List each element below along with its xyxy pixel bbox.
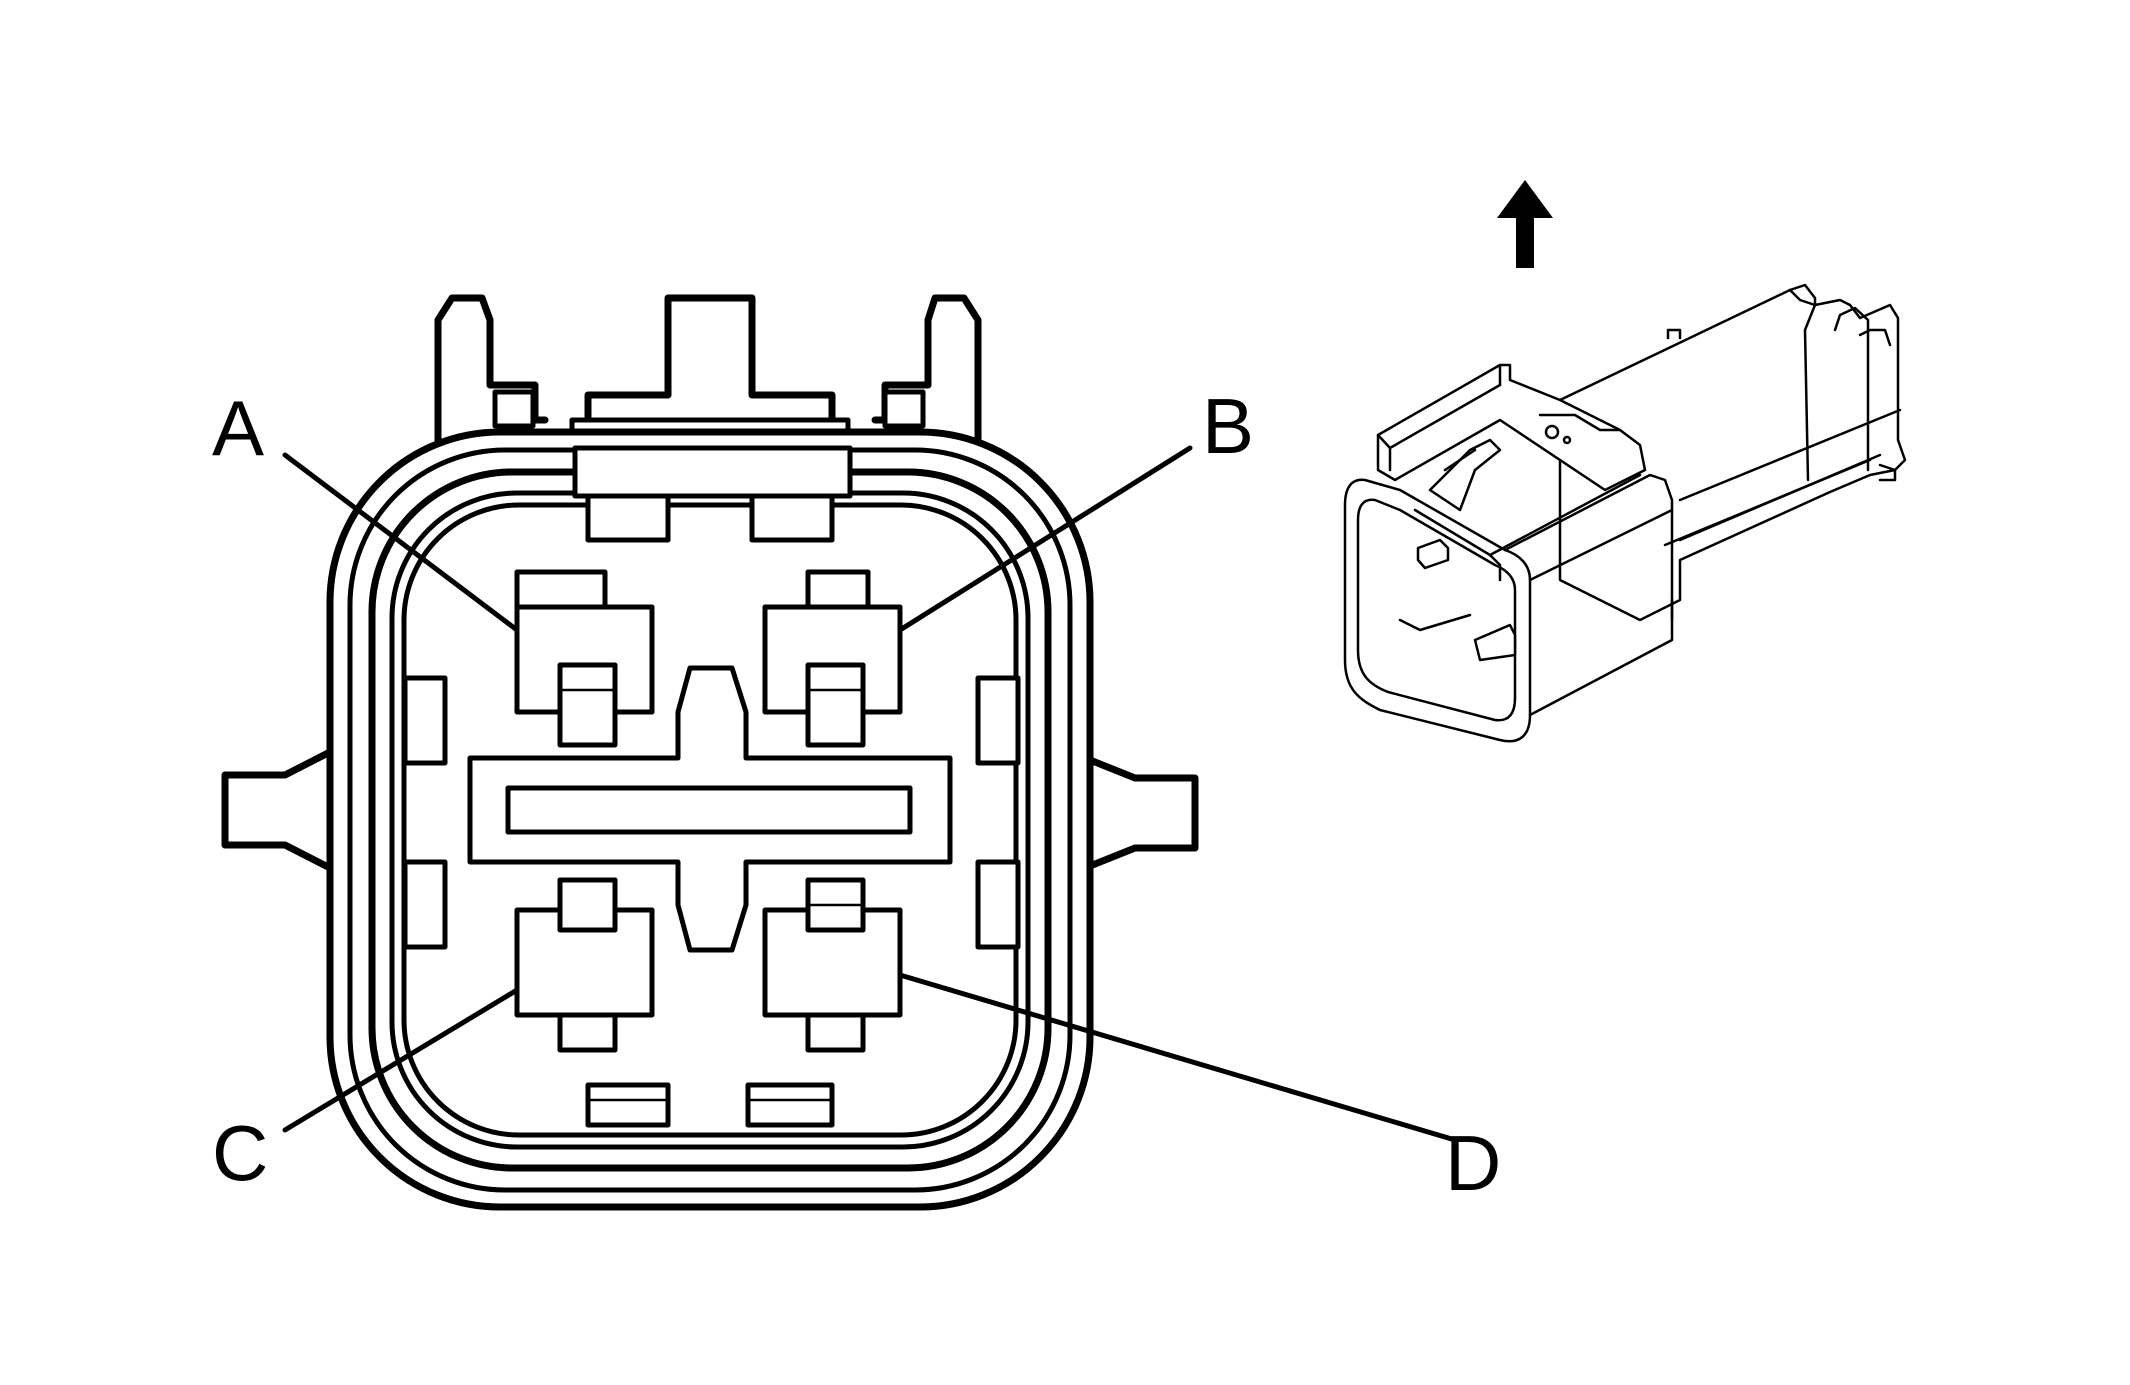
side-ears [221,748,1199,872]
leader-c [282,987,520,1133]
leader-b [897,445,1193,633]
terminal-label-c: C [212,1109,268,1197]
cavity-c [514,877,655,1053]
center-key [467,665,953,953]
terminal-labels: A B C D [212,382,1501,1207]
cavity-d [762,877,903,1053]
cavity-a [514,569,655,748]
connector-isometric-icon [1343,283,1907,743]
side-keys [402,675,1021,950]
cavity-b [762,569,903,748]
top-latches [434,294,982,454]
terminal-label-a: A [212,384,264,472]
leader-a [282,452,520,633]
up-arrow-icon [1497,180,1553,268]
top-keys [572,445,853,543]
connector-face: A B C D [212,294,1501,1211]
terminal-label-d: D [1445,1119,1501,1207]
terminal-label-b: B [1202,382,1254,470]
bottom-keys [585,1082,835,1128]
leader-lines [282,445,1458,1143]
leader-d [897,972,1458,1143]
